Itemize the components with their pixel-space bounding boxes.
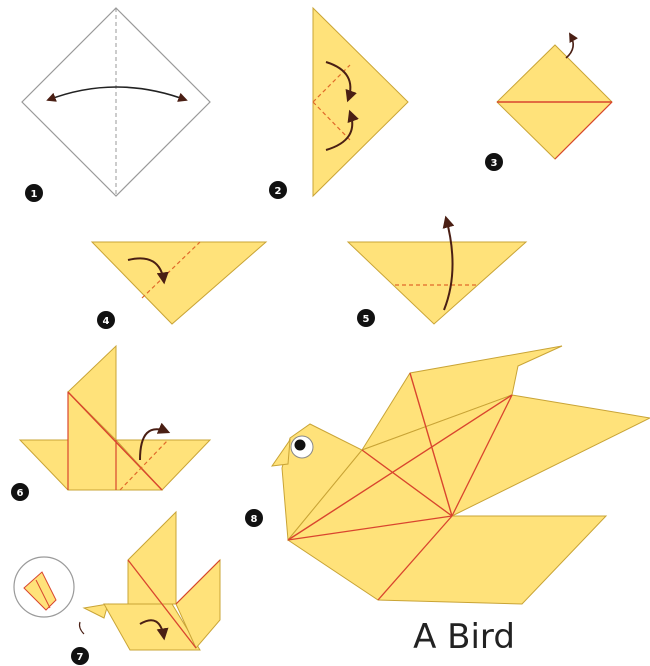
step-2: 2 [269,8,408,199]
step-number-2: 2 [275,186,282,197]
step-number-7: 7 [77,652,84,663]
step-3: 3 [485,34,612,171]
step-number-5: 5 [363,314,370,325]
step-5: 5 [348,218,526,327]
half-triangle [313,8,408,196]
fold-arrow-icon [80,622,85,634]
fold-arrow-icon [566,34,573,58]
step-number-4: 4 [103,316,110,327]
step-number-3: 3 [491,158,498,169]
diagram-title: A Bird [413,617,515,657]
step-6: 6 [11,346,210,501]
down-triangle [92,242,266,324]
step-1: 1 [22,8,210,202]
down-triangle [348,242,526,324]
step-number-6: 6 [17,488,24,499]
beak [272,440,290,466]
step-number-1: 1 [31,189,38,200]
eye-pupil [295,440,306,451]
beak-left [84,604,108,618]
step-8-finished-bird: 8 [245,346,650,604]
step-7: 7 [14,512,220,665]
step-number-8: 8 [251,514,258,525]
step-4: 4 [92,242,266,329]
